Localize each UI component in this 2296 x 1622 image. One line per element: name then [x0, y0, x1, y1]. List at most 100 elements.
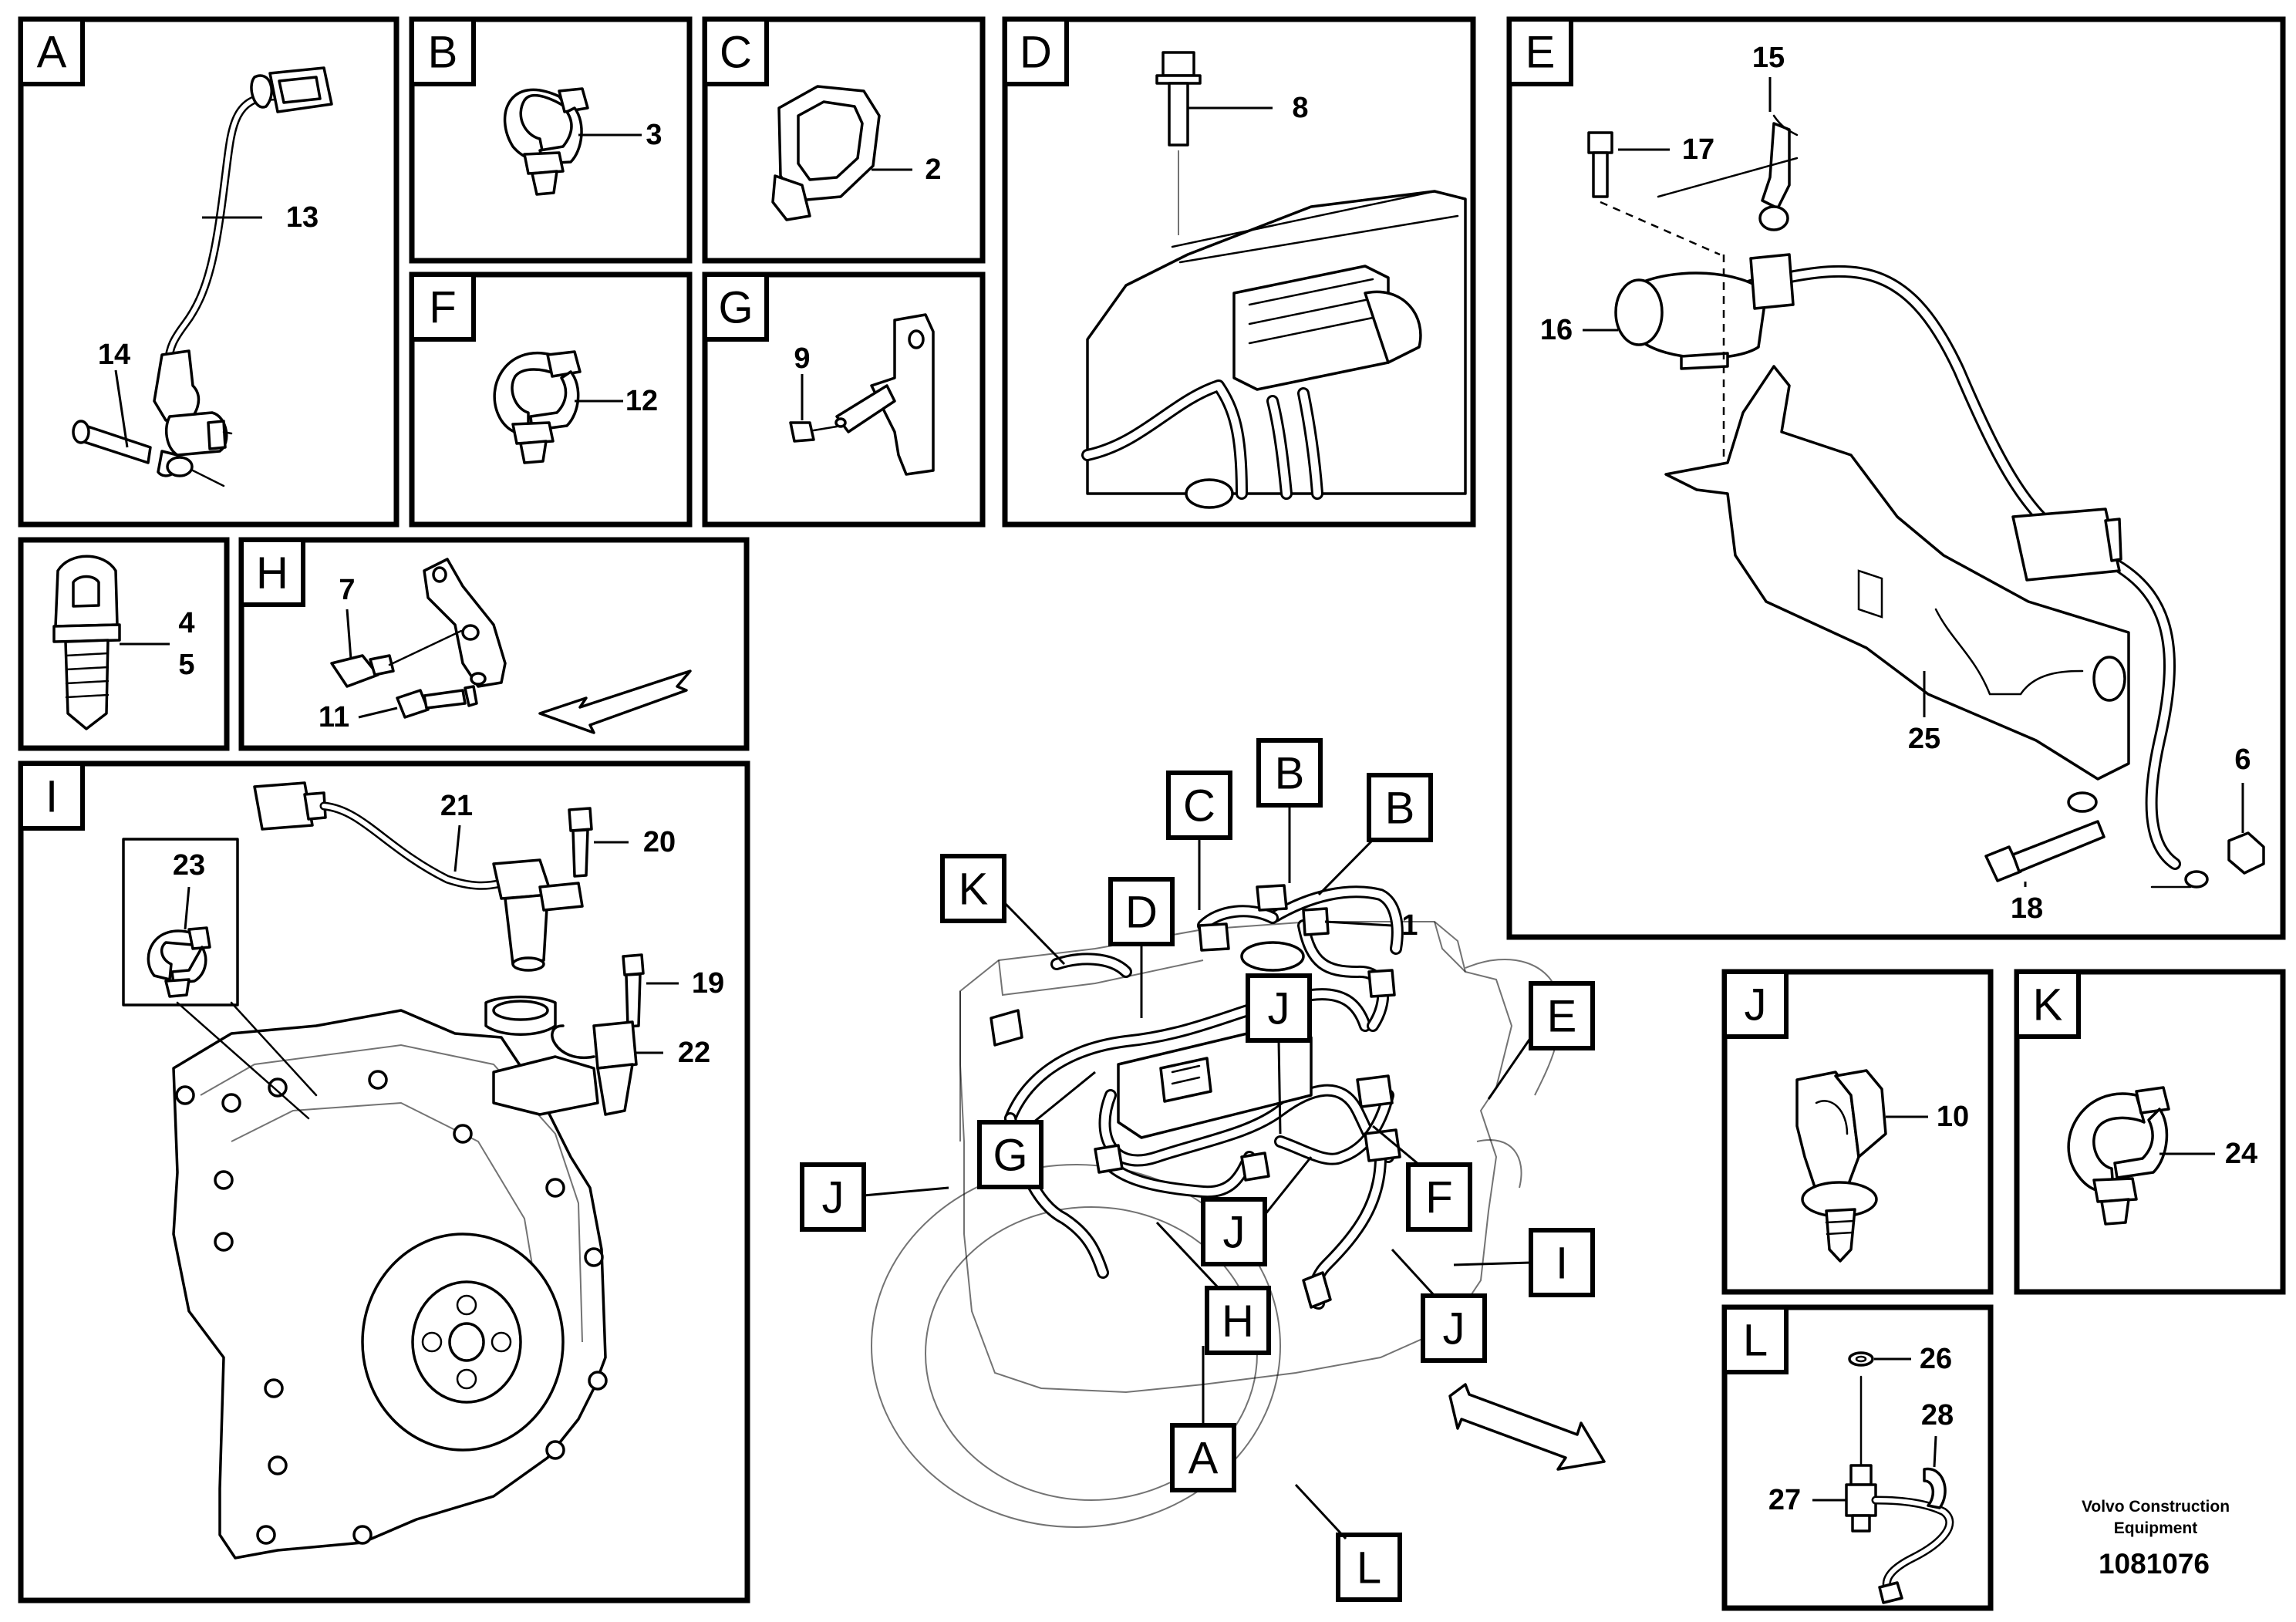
overview-callout-g-box [977, 1120, 1043, 1189]
panel-i: I [18, 760, 750, 1603]
document-number: 1081076 [2099, 1548, 2210, 1580]
overview-callout-b2-box [1367, 773, 1433, 842]
part-number-22: 22 [678, 1037, 710, 1069]
part-number-4: 4 [178, 607, 194, 639]
panel-c-tag-box [703, 17, 769, 86]
part-number-28: 28 [1921, 1399, 1954, 1431]
part-number-9: 9 [794, 342, 810, 375]
overview-callout-g: G [993, 1131, 1027, 1181]
part-number-21: 21 [440, 790, 473, 822]
panel-g: G 9 [702, 271, 986, 528]
part-number-20: 20 [643, 826, 676, 858]
overview-callout-j4: J [1443, 1304, 1465, 1354]
sensor-bracket-h-drawing [330, 558, 692, 734]
panel-a-leader-14 [114, 369, 129, 448]
part-number-12: 12 [625, 385, 658, 417]
overview-callout-i-box [1529, 1228, 1595, 1297]
panel-i-tag-box [19, 761, 85, 831]
panel-g-tag-box [703, 272, 769, 342]
ecu-connector-drawing [1081, 51, 1467, 509]
part-number-16: 16 [1540, 314, 1573, 346]
part-number-27: 27 [1768, 1484, 1801, 1516]
overview-callout-e-box [1529, 981, 1595, 1050]
panel-e-frame [1506, 16, 2286, 940]
overview-callout-k: K [959, 865, 989, 915]
panel-h-leader-7 [346, 609, 352, 660]
overview-leader-j2 [863, 1186, 949, 1197]
part-number-10: 10 [1937, 1101, 1969, 1133]
overview-callout-b2: B [1385, 784, 1415, 834]
overview-leader-g [1033, 1071, 1096, 1124]
overview-callout-h: H [1222, 1297, 1254, 1347]
part-number-19: 19 [692, 967, 724, 1000]
panel-i-tag: I [46, 772, 58, 822]
panel-f-tag-box [410, 272, 476, 342]
panel-k-tag: K [2033, 980, 2063, 1030]
panel-a: A 13 14 [18, 16, 400, 528]
overview-callout-h-box [1205, 1286, 1271, 1355]
overview-callout-j2-box [800, 1162, 866, 1232]
overview-callout-f: F [1425, 1173, 1452, 1223]
panel-j-tag: J [1745, 980, 1767, 1030]
cable-tie-12-drawing [493, 350, 582, 464]
overview-callout-j3-box [1201, 1197, 1267, 1266]
overview-callout-b1: B [1275, 749, 1305, 799]
overview-callout-i: I [1556, 1239, 1568, 1289]
credit-block: Volvo Construction Equipment 1081076 [2082, 1498, 2230, 1580]
panel-k-tag-box [2014, 969, 2081, 1039]
panel-d-tag: D [1020, 28, 1052, 78]
cable-tie-3-drawing [503, 87, 589, 196]
credit-line-2: Equipment [2114, 1519, 2198, 1537]
panel-l: L 26 28 27 [1721, 1304, 1994, 1611]
overview-callout-k-box [940, 854, 1006, 923]
cable-tie-24-drawing [2067, 1086, 2170, 1226]
panel-a-tag: A [37, 28, 67, 78]
part-number-26: 26 [1920, 1343, 1952, 1375]
part-number-11: 11 [319, 701, 349, 733]
credit-line-1: Volvo Construction [2082, 1498, 2230, 1516]
panel-i-leader-21 [453, 824, 461, 872]
part-number-3: 3 [646, 119, 662, 151]
overview-leader-i [1453, 1261, 1532, 1266]
bracket-9-drawing [789, 313, 935, 476]
part-number-13: 13 [286, 201, 319, 234]
panel-b: B 3 [409, 16, 693, 264]
overview-callout-c: C [1183, 781, 1215, 831]
panel-h: H 7 11 [238, 537, 750, 751]
panel-g-tag: G [718, 283, 753, 333]
overview-callout-j2: J [822, 1173, 845, 1223]
panel-l-leader-28 [1933, 1435, 1937, 1468]
panel-d: D 8 [1002, 16, 1476, 528]
panel-i-leader-23 [184, 886, 190, 930]
panel-b-tag-box [410, 17, 476, 86]
panel-b-frame [409, 16, 693, 264]
speed-sensor-cable-drawing [72, 66, 333, 487]
part-number-24: 24 [2225, 1138, 2257, 1170]
overview-callout-j3: J [1223, 1208, 1246, 1258]
panel-a-tag-box [19, 17, 85, 86]
panel-e-tag-box [1507, 17, 1573, 86]
overview-callout-e: E [1547, 992, 1577, 1042]
part-number-1: 1 [1401, 909, 1418, 942]
panel-f-tag: F [429, 283, 456, 333]
part-number-17: 17 [1682, 133, 1714, 166]
panel-e-tag: E [1526, 28, 1556, 78]
part-number-15: 15 [1752, 42, 1785, 74]
stud-clip-drawing [52, 555, 121, 730]
temp-sender-drawing [1845, 1351, 1954, 1604]
panel-j: J 10 [1721, 969, 1994, 1295]
part-number-6: 6 [2234, 744, 2250, 776]
panel-f: F 12 [409, 271, 693, 528]
panel-b-tag: B [428, 28, 458, 78]
engine-drawing [871, 884, 1606, 1528]
panel-h-tag-box [239, 538, 305, 607]
overview-leader-h [1155, 1221, 1220, 1290]
overview-leader-j3 [1263, 1156, 1313, 1216]
panel-h-leader-11 [358, 706, 398, 719]
relay-bracket-drawing [1587, 114, 2265, 889]
panel-d-tag-box [1003, 17, 1069, 86]
panel-j-tag-box [1722, 969, 1789, 1039]
part-number-5: 5 [178, 649, 194, 681]
overview-leader-f [1372, 1125, 1420, 1166]
